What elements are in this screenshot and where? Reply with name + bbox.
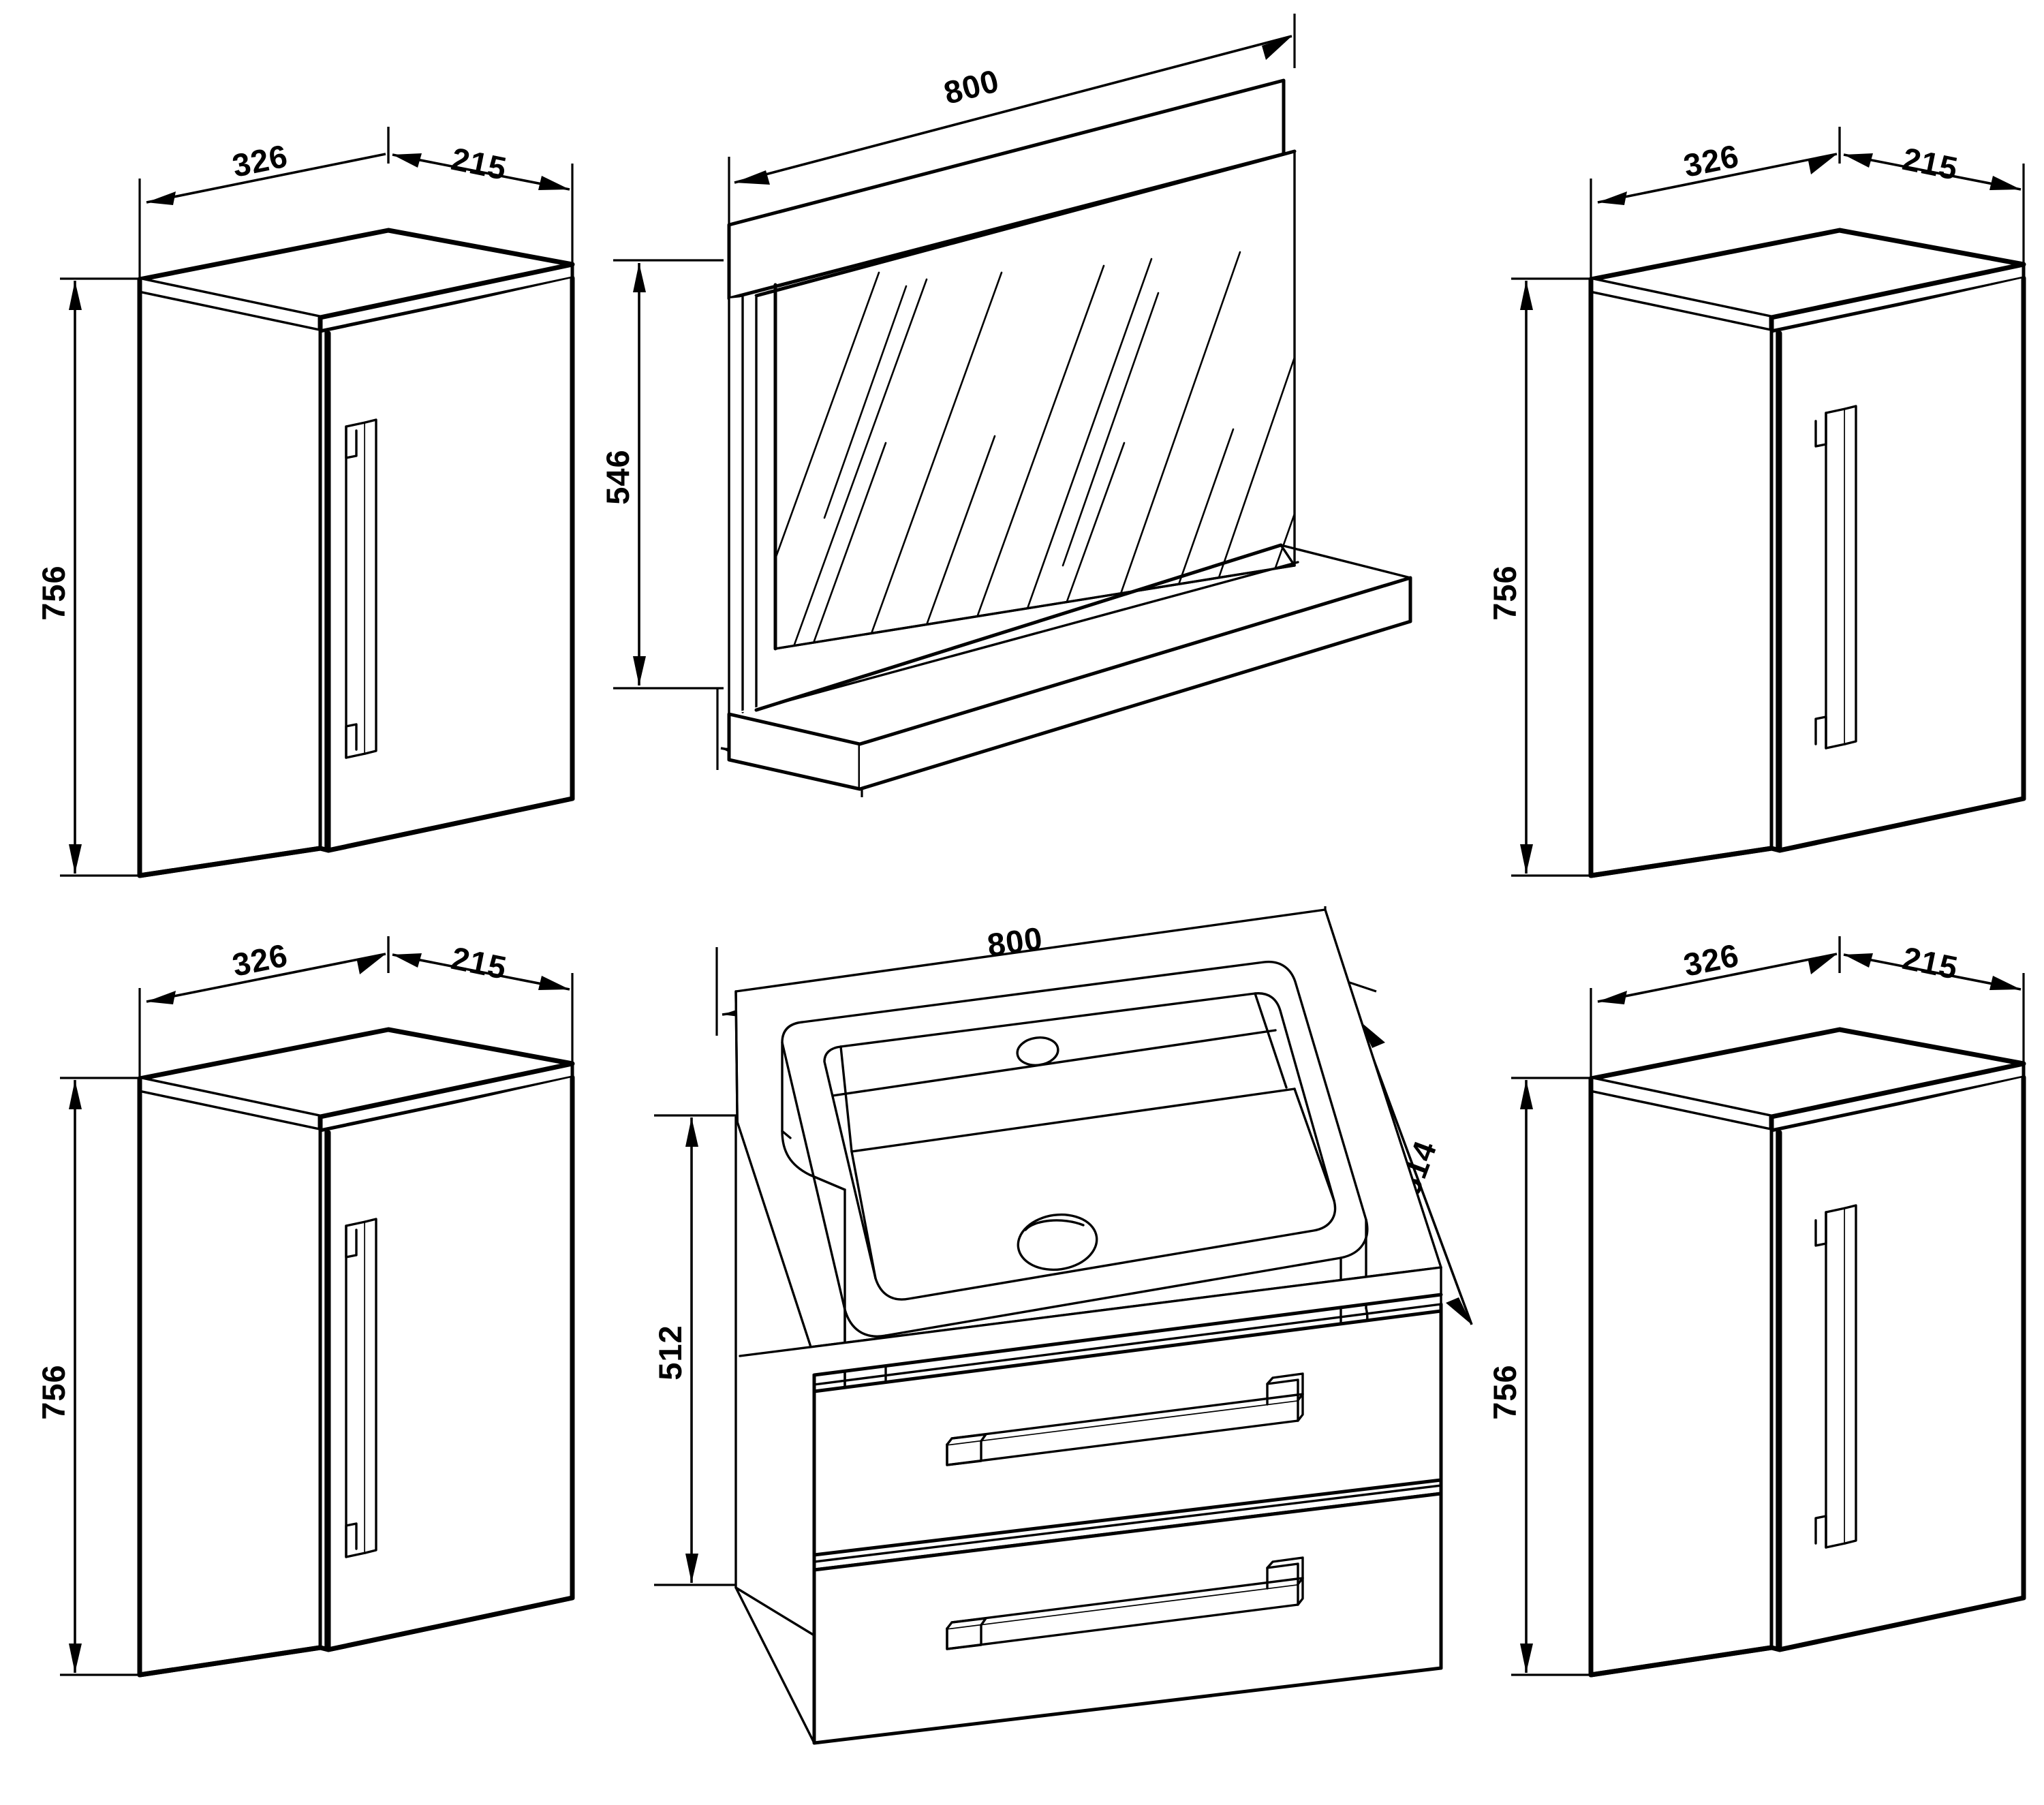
dimension-512-vanity: 512 (652, 1114, 743, 1586)
dimension-label-326-bl: 326 (229, 937, 290, 983)
dimension-label-756-tr: 756 (1487, 565, 1523, 620)
view-cabinet-top-left: 326 215 756 (35, 127, 575, 878)
cabinet-body-top-right (1588, 228, 2026, 878)
dimension-label-756-bl: 756 (35, 1364, 72, 1419)
dimension-label-800-mirror: 800 (940, 62, 1003, 111)
dimension-756-top-right: 756 (1487, 277, 1596, 877)
view-mirror-with-shelf: 800 546 166 (600, 14, 1412, 797)
drawer-handle-lower[interactable] (946, 1556, 1304, 1650)
dimension-label-215-tl: 215 (448, 140, 510, 187)
drawer-handle-upper[interactable] (946, 1372, 1304, 1466)
door-handle-bottom-left[interactable] (345, 1218, 377, 1558)
tap-hole (1016, 1036, 1059, 1066)
dimension-215-bottom-left: 215 (387, 936, 574, 1090)
dimension-label-326-br: 326 (1680, 937, 1741, 983)
mirror-panel (774, 150, 1296, 650)
dimension-label-512-vanity: 512 (652, 1325, 688, 1380)
dimension-label-215-tr: 215 (1900, 140, 1961, 187)
cabinet-body-top-left (137, 228, 575, 878)
waste-hole (1017, 1213, 1098, 1271)
dimension-756-bottom-left: 756 (35, 1077, 144, 1676)
door-handle-bottom-right[interactable] (1814, 1204, 1857, 1549)
dimension-label-546-mirror: 546 (600, 449, 636, 504)
cabinet-body-bottom-right (1588, 1027, 2026, 1678)
door-handle-top-left[interactable] (345, 418, 377, 759)
cabinet-body-bottom-left (137, 1027, 575, 1678)
mirror-left-edge (728, 283, 777, 715)
view-cabinet-bottom-left: 326 215 756 (35, 936, 575, 1678)
dimension-546-mirror: 546 (600, 259, 724, 690)
view-vanity-unit: 800 514 512 (652, 906, 1473, 1745)
dimension-756-bottom-right: 756 (1487, 1077, 1596, 1676)
dimension-800-mirror: 800 (728, 14, 1296, 225)
dimension-label-756-tl: 756 (35, 565, 72, 620)
dimension-756-top-left: 756 (35, 277, 144, 877)
mirror-shelf (727, 542, 1412, 791)
dimension-label-215-bl: 215 (448, 940, 510, 986)
dimension-label-326-tl: 326 (229, 138, 290, 184)
view-cabinet-top-right: 326 215 756 (1487, 127, 2026, 878)
dimension-326-top-right: 326 (1590, 127, 1841, 310)
dimension-label-756-br: 756 (1487, 1364, 1523, 1419)
dimension-label-215-br: 215 (1900, 940, 1961, 986)
door-handle-top-right[interactable] (1814, 405, 1857, 750)
dimension-label-326-tr: 326 (1680, 138, 1741, 184)
mirror-backboard-top (727, 78, 1297, 300)
view-cabinet-bottom-right: 326 215 756 (1487, 936, 2026, 1678)
dimension-326-bottom-left: 326 (138, 936, 390, 1104)
